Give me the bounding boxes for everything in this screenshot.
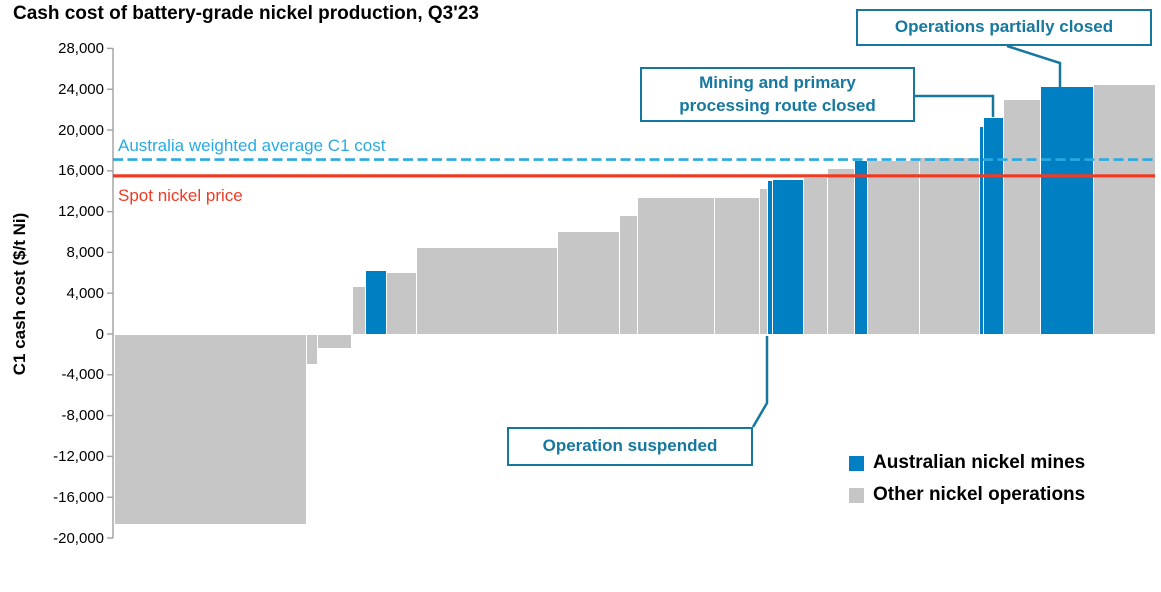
bar-other-operation xyxy=(620,215,637,334)
y-tick-label: -20,000 xyxy=(53,529,104,547)
y-tick-label: 16,000 xyxy=(58,162,104,180)
annotation-operations-partially-closed: Operations partially closed xyxy=(856,9,1152,46)
y-tick-label: 20,000 xyxy=(58,121,104,139)
y-tick-label: -12,000 xyxy=(53,447,104,465)
bar-other-operation xyxy=(353,287,365,334)
annotation-text: Operation suspended xyxy=(542,436,718,456)
y-tick-label: -16,000 xyxy=(53,488,104,506)
chart-title: Cash cost of battery-grade nickel produc… xyxy=(13,3,479,24)
legend-label: Australian nickel mines xyxy=(873,452,1086,473)
bar-australian-mine xyxy=(366,270,386,334)
legend-item-australian-mines: Australian nickel mines xyxy=(849,452,1086,473)
legend-item-other-operations: Other nickel operations xyxy=(849,484,1086,505)
bar-other-operation xyxy=(1094,85,1155,334)
bar-australian-mine xyxy=(768,181,772,334)
spot-price-line-label: Spot nickel price xyxy=(118,185,243,205)
bar-australian-mine xyxy=(980,126,983,334)
bar-australian-mine xyxy=(1041,87,1093,334)
y-tick-label: 0 xyxy=(95,325,104,343)
y-tick-label: -4,000 xyxy=(61,366,104,384)
bar-australian-mine xyxy=(984,117,1003,334)
y-tick-label: 28,000 xyxy=(58,39,104,57)
bar-other-operation xyxy=(1004,100,1040,334)
y-tick-label: 12,000 xyxy=(58,203,104,221)
bar-other-operation xyxy=(417,248,557,334)
bar-other-operation xyxy=(558,232,619,334)
legend: Australian nickel mines Other nickel ope… xyxy=(849,452,1086,519)
bar-australian-mine xyxy=(773,179,803,334)
bar-other-operation xyxy=(115,335,306,524)
annotation-text: Operations partially closed xyxy=(894,17,1114,37)
bar-other-operation xyxy=(638,198,714,334)
annotation-operation-suspended: Operation suspended xyxy=(507,427,753,466)
legend-swatch-gray xyxy=(849,487,864,503)
australia-average-line-label: Australia weighted average C1 cost xyxy=(118,135,386,155)
legend-label: Other nickel operations xyxy=(873,484,1086,505)
y-tick-label: 4,000 xyxy=(66,284,104,302)
bar-other-operation xyxy=(715,198,759,334)
bar-other-operation xyxy=(804,177,827,334)
annotation-text: Mining and primary processing route clos… xyxy=(679,73,876,115)
bar-other-operation xyxy=(307,335,317,364)
bar-other-operation xyxy=(828,168,854,334)
annotation-mining-route-closed: Mining and primary processing route clos… xyxy=(640,67,915,122)
bar-other-operation xyxy=(760,189,767,334)
bar-other-operation xyxy=(387,272,416,334)
bar-other-operation xyxy=(920,157,979,334)
y-tick-label: 8,000 xyxy=(66,243,104,261)
y-tick-label: -8,000 xyxy=(61,407,104,425)
y-tick-label: 24,000 xyxy=(58,80,104,98)
bar-other-operation xyxy=(868,160,919,334)
bar-other-operation xyxy=(318,335,351,349)
bar-australian-mine xyxy=(855,160,867,334)
legend-swatch-blue xyxy=(849,455,864,471)
